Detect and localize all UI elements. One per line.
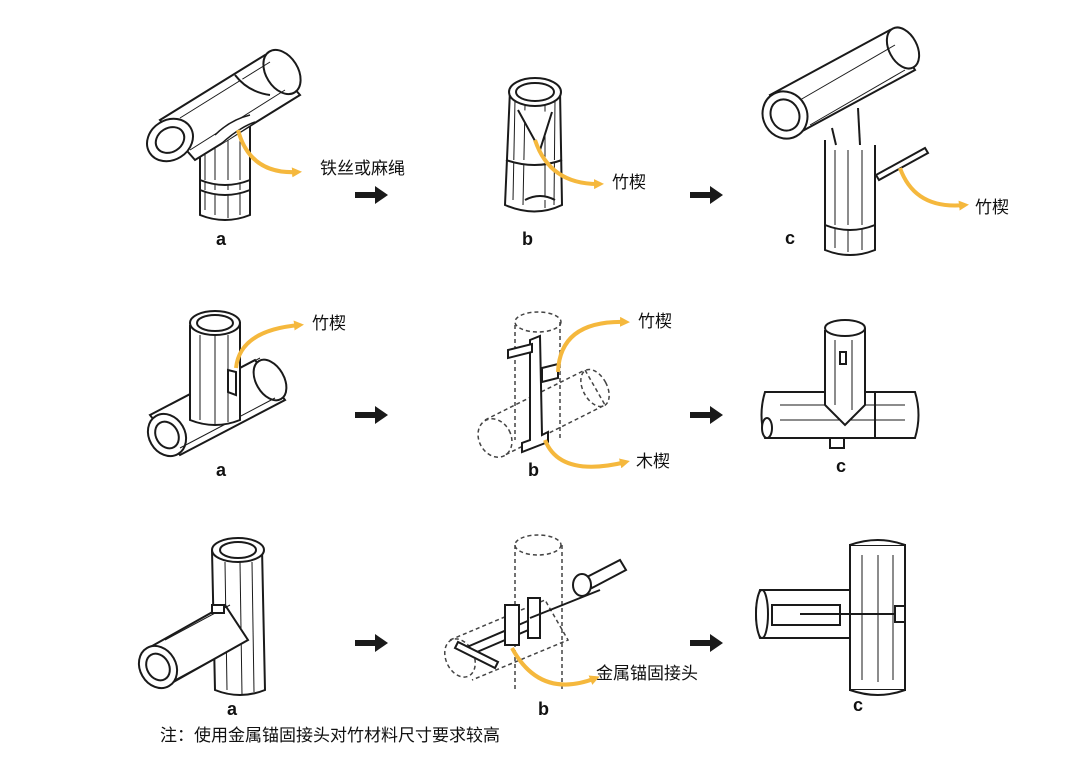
row3b-callout-arrow: [510, 647, 600, 687]
row1a-callout-label: 铁丝或麻绳: [320, 159, 405, 179]
row1c-step-letter: c: [785, 228, 796, 248]
row3a-step-letter: a: [227, 699, 238, 719]
row1-figure-c: [761, 26, 930, 256]
row3b-step-letter: b: [538, 699, 549, 719]
row2-figure-a: [146, 310, 288, 458]
row2b-callout-arrow: [556, 316, 630, 373]
row3-step-arrow-1: [355, 634, 388, 652]
row2a-callout-arrow: [234, 320, 304, 369]
row3-figure-c: [755, 539, 906, 696]
row1b-step-letter: b: [522, 229, 533, 249]
row1a-step-letter: a: [216, 229, 227, 249]
row3c-step-letter: c: [853, 695, 864, 715]
row3-figure-b-anchor: [453, 558, 628, 670]
row1a-callout-arrow: [236, 129, 302, 178]
row1-step-arrow-2: [690, 186, 723, 204]
row3-figure-a: [137, 537, 267, 696]
row2-step-arrow-1: [355, 406, 388, 424]
row2b-callout-arrow-2: [543, 439, 630, 469]
row2a-callout-label: 竹楔: [312, 314, 346, 334]
row2-step-arrow-2: [690, 406, 723, 424]
row1-step-arrow-1: [355, 186, 388, 204]
row1c-callout-label: 竹楔: [975, 198, 1009, 218]
row2a-step-letter: a: [216, 460, 227, 480]
row2-figure-b-key: [507, 334, 559, 454]
row2-figure-c: [760, 319, 920, 449]
row3-figure-b: [444, 534, 570, 690]
row1b-callout-arrow: [533, 139, 604, 190]
row2c-step-letter: c: [836, 456, 847, 476]
footnote: 注：使用金属锚固接头对竹材料尺寸要求较高: [160, 726, 500, 746]
row3-step-arrow-2: [690, 634, 723, 652]
row1c-callout-arrow: [898, 167, 969, 211]
row1-figure-a: [146, 48, 302, 221]
row1-figure-b: [503, 77, 564, 213]
row2b-callout-label-2: 木楔: [636, 452, 670, 472]
row2b-step-letter: b: [528, 460, 539, 480]
row2b-callout-label: 竹楔: [638, 312, 672, 332]
row1b-callout-label: 竹楔: [612, 173, 646, 193]
row3b-callout-label: 金属锚固接头: [596, 664, 698, 684]
row2-figure-b: [477, 311, 610, 458]
